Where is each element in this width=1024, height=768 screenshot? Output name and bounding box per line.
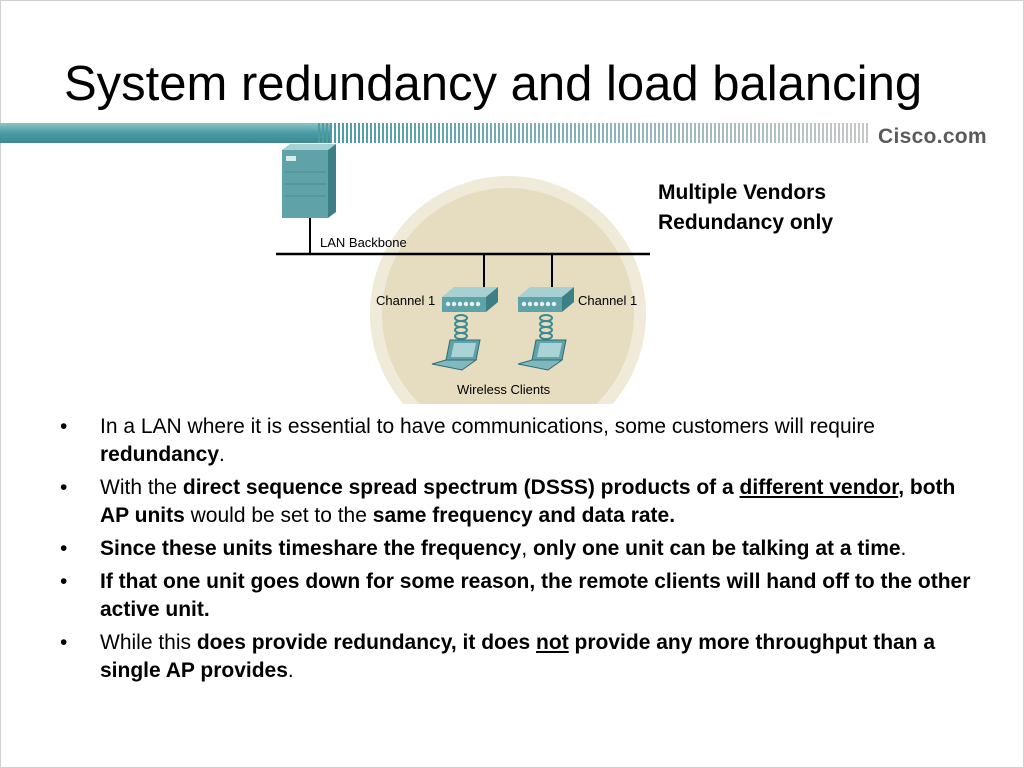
server-icon [282,144,336,218]
bullet-text-bold: direct sequence spread spectrum (DSSS) p… [182,476,740,499]
bullet-item: • Since these units timeshare the freque… [60,535,980,563]
bullet-text-bold: does provide redundancy, it does [196,631,537,654]
wireless-link-left-icon [454,314,468,340]
header-stripe-bar [0,123,868,143]
bullet-text-bold: If that one unit goes down for some reas… [100,570,971,621]
coverage-circle-inner [382,188,634,404]
channel-right-label: Channel 1 [578,293,637,308]
channel-left-label: Channel 1 [376,293,435,308]
wireless-clients-label: Wireless Clients [457,382,551,397]
bullet-item: • With the direct sequence spread spectr… [60,474,980,530]
bullet-text-underlined: different vendor [739,476,899,499]
bullet-dot: • [60,476,68,499]
bullet-text-bold: provide any more throughput than a singl… [100,631,936,682]
lan-backbone-label: LAN Backbone [320,235,407,250]
wireless-link-right-icon [539,314,553,340]
bullet-text: In a LAN where it is essential to have c… [100,415,875,438]
bullet-dot: • [60,631,68,654]
bullet-text-bold: redundancy [100,443,220,466]
bullet-list: • In a LAN where it is essential to have… [60,413,980,690]
bullet-dot: • [60,415,68,438]
cisco-brand-logo: Cisco.com [878,125,987,148]
callout-line-2: Redundancy only [658,211,834,234]
bullet-text: While this [100,631,197,654]
callout-text: Multiple Vendors Redundancy only [658,178,833,238]
bullet-item: • While this does provide redundancy, it… [60,629,980,685]
slide-title: System redundancy and load balancing [64,57,923,111]
bullet-text: would be set to the [184,504,373,527]
laptop-left-icon [431,339,481,371]
network-diagram: LAN Backbone Channel 1 Channel 1 Wireles… [276,144,650,404]
bullet-dot: • [60,570,68,593]
bullet-text-bold: only one unit can be talking at a time [532,537,901,560]
bullet-text-bold: , both AP units [100,476,956,527]
bullet-dot: • [60,537,68,560]
bullet-text-bold: Since these units timeshare the frequenc… [100,537,522,560]
access-point-right-icon [518,287,574,312]
bullet-item: • If that one unit goes down for some re… [60,568,980,624]
bullet-text: . [900,537,907,560]
bullet-item: • In a LAN where it is essential to have… [60,413,980,469]
bullet-text-underlined: not [536,631,569,654]
bullet-text: , [521,537,533,560]
bullet-text: . [287,659,294,682]
laptop-right-icon [517,339,567,371]
callout-line-1: Multiple Vendors [658,181,827,204]
bullet-text: . [219,443,225,466]
bullet-text: With the [100,476,183,499]
bullet-text-bold: same frequency and data rate. [372,504,676,527]
access-point-left-icon [442,287,498,312]
